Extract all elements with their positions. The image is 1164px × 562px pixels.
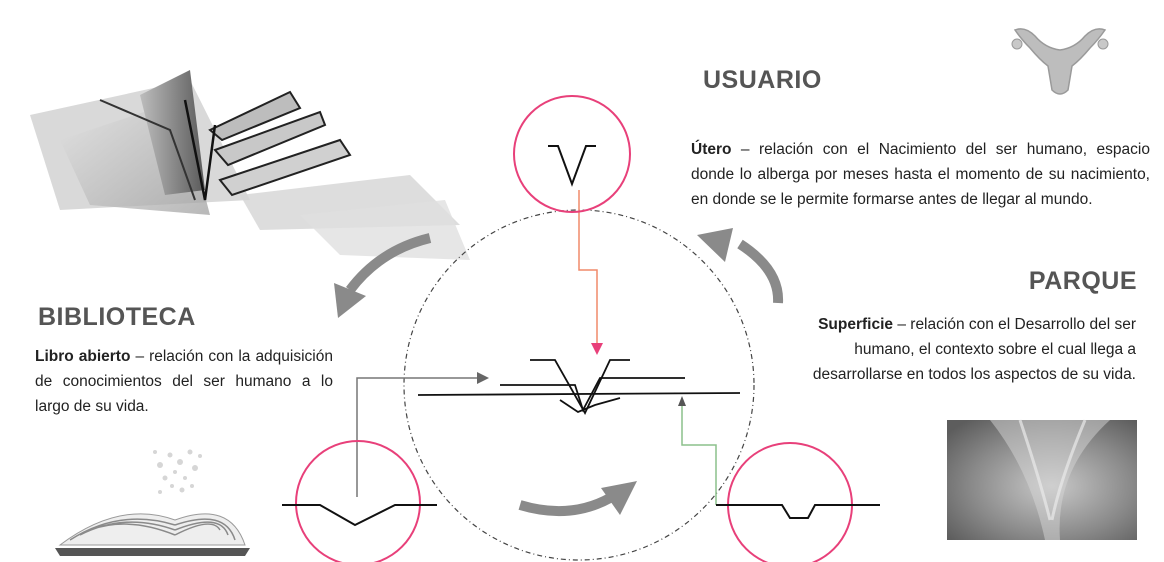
- curved-arrow-bottom: [518, 493, 613, 517]
- parque-circle: [727, 442, 853, 562]
- parque-description: Superficie – relación con el Desarrollo …: [776, 312, 1136, 387]
- parque-body: – relación con el Desarrollo del ser hum…: [812, 316, 1136, 383]
- usuario-body: – relación con el Nacimiento del ser hum…: [691, 141, 1150, 208]
- connector-parque-head: [678, 396, 686, 406]
- parque-keyword: Superficie: [818, 316, 894, 333]
- biblioteca-body: – relación con la adquisición de conocim…: [35, 348, 333, 415]
- biblioteca-keyword: Libro abierto: [35, 348, 131, 365]
- connector-biblioteca: [356, 372, 489, 497]
- curved-arrow-right-head: [697, 228, 733, 262]
- curved-arrow-left: [346, 233, 432, 294]
- biblioteca-description: Libro abierto – relación con la adquisic…: [35, 344, 333, 419]
- uterus-icon: [1011, 28, 1109, 95]
- ground-surface-photo: [947, 419, 1137, 540]
- connector-usuario: [578, 190, 603, 355]
- usuario-description: Útero – relación con el Nacimiento del s…: [691, 137, 1150, 212]
- open-book-image: [55, 449, 250, 556]
- usuario-circle: [513, 95, 631, 213]
- usuario-fold-sketch: [548, 145, 596, 187]
- usuario-keyword: Útero: [691, 141, 732, 158]
- parque-heading: PARQUE: [1028, 267, 1137, 295]
- central-fold-drawing: [417, 359, 741, 415]
- curved-arrow-right: [737, 239, 784, 304]
- biblioteca-circle: [295, 440, 421, 562]
- curved-arrow-left-head: [334, 283, 366, 318]
- curved-arrow-bottom-head: [601, 481, 637, 515]
- biblioteca-heading: BIBLIOTECA: [38, 303, 196, 331]
- biblioteca-fold-sketch: [282, 504, 437, 527]
- folded-model-image: [30, 70, 470, 260]
- parque-fold-sketch: [716, 504, 880, 519]
- connector-parque: [681, 402, 717, 505]
- usuario-heading: USUARIO: [703, 66, 822, 94]
